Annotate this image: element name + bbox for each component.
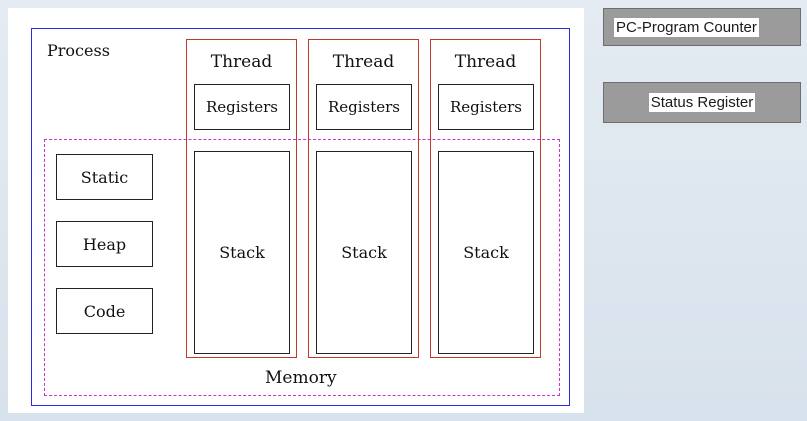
thread-label: Thread xyxy=(332,52,395,72)
registers-box: Registers xyxy=(438,84,534,130)
stack-box: Stack xyxy=(316,151,412,354)
registers-box: Registers xyxy=(194,84,290,130)
static-segment: Static xyxy=(56,154,153,200)
stack-box: Stack xyxy=(194,151,290,354)
process-label: Process xyxy=(47,41,110,60)
status-register-label: Status Register xyxy=(648,93,756,112)
stack-box: Stack xyxy=(438,151,534,354)
registers-box: Registers xyxy=(316,84,412,130)
thread-box-1: Thread Registers Stack xyxy=(186,39,297,358)
memory-region xyxy=(44,139,560,396)
diagram-card: Process Memory Static Heap Code Thread R… xyxy=(8,8,584,413)
memory-label: Memory xyxy=(265,368,337,388)
thread-box-2: Thread Registers Stack xyxy=(308,39,419,358)
process-box xyxy=(31,28,570,406)
pc-register-box: PC-Program Counter xyxy=(603,8,801,46)
thread-label: Thread xyxy=(454,52,517,72)
pc-register-label: PC-Program Counter xyxy=(614,17,759,37)
status-register-box: Status Register xyxy=(603,82,801,123)
code-segment: Code xyxy=(56,288,153,334)
heap-segment: Heap xyxy=(56,221,153,267)
thread-box-3: Thread Registers Stack xyxy=(430,39,541,358)
thread-label: Thread xyxy=(210,52,273,72)
